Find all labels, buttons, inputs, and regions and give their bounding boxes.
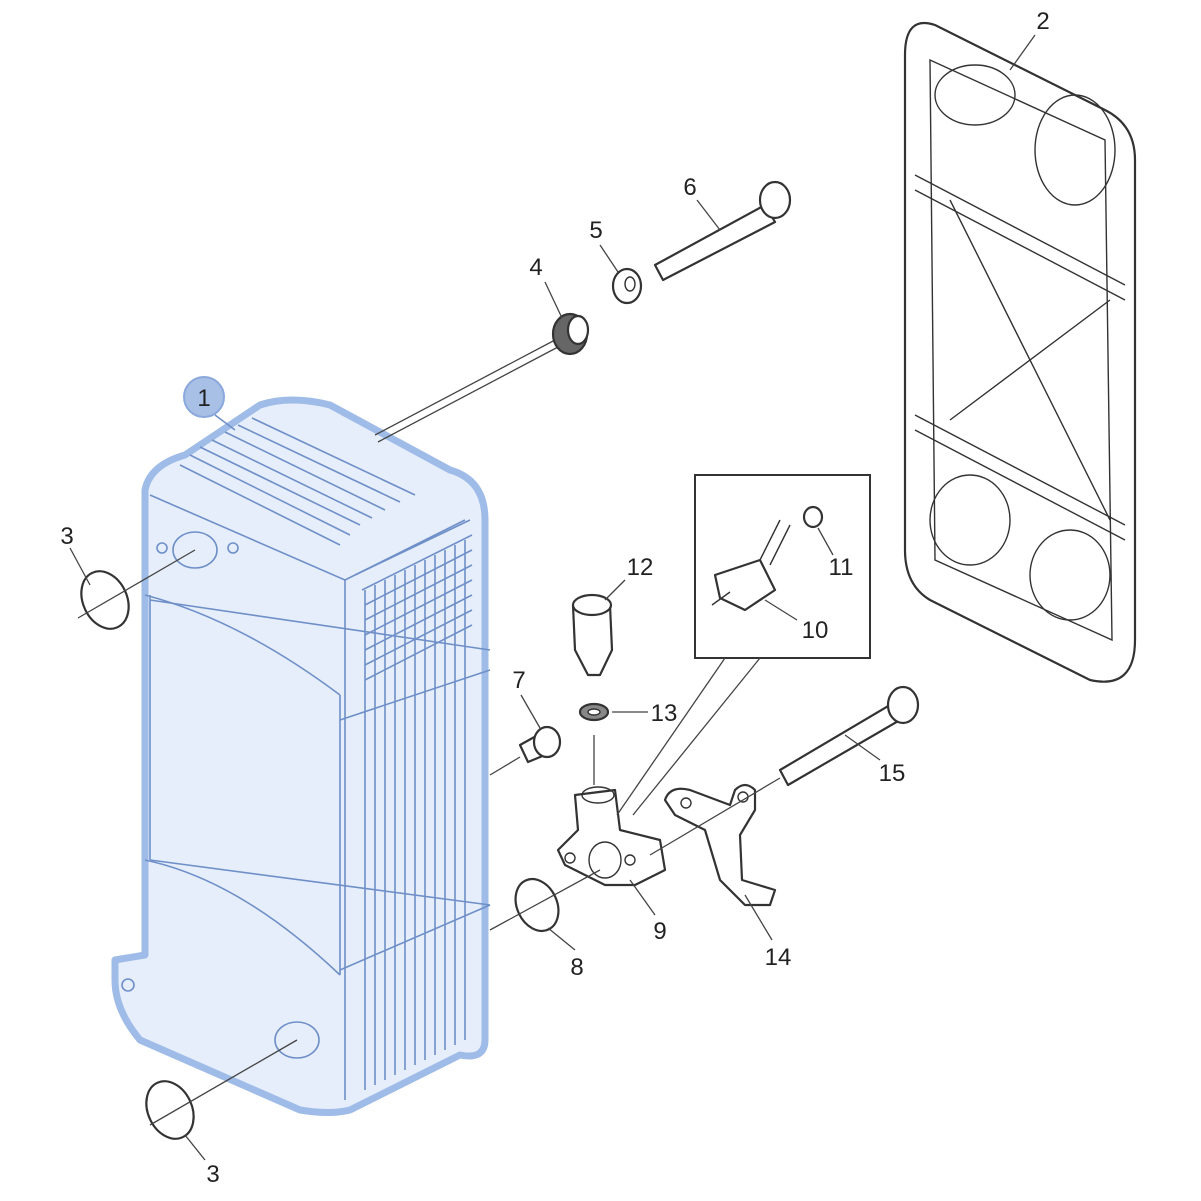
part-2-frame[interactable] [903, 22, 1137, 683]
callout-3-bottom[interactable]: 3 [206, 1161, 219, 1188]
part-6-bolt[interactable] [653, 180, 792, 282]
bolt-axis-line [374, 339, 556, 436]
part-1-oil-cooler[interactable] [111, 396, 491, 1116]
callout-9[interactable]: 9 [653, 918, 666, 945]
part-10-sensor-connector[interactable] [711, 519, 791, 612]
callout-5[interactable]: 5 [589, 217, 602, 244]
part-4-bushing[interactable] [551, 312, 590, 356]
callout-11[interactable]: 11 [829, 554, 854, 581]
cooler-plate-fins [179, 417, 473, 1090]
part-12-pressure-sensor[interactable] [571, 593, 614, 677]
callout-15[interactable]: 15 [879, 760, 906, 787]
part-15-bolt[interactable] [649, 685, 920, 856]
part-14-bracket[interactable] [663, 783, 777, 907]
callout-1-highlight [183, 376, 225, 418]
part-8-o-ring[interactable] [489, 869, 601, 938]
callout-12[interactable]: 12 [627, 554, 654, 581]
part-11-screw[interactable] [802, 505, 824, 529]
callout-8[interactable]: 8 [570, 954, 583, 981]
callout-6[interactable]: 6 [683, 174, 696, 201]
callout-14[interactable]: 14 [765, 944, 792, 971]
part-9-adapter[interactable] [556, 786, 667, 887]
part-3-o-ring-bottom[interactable] [137, 1039, 298, 1146]
callout-1[interactable]: 1 [197, 385, 210, 412]
part-7-screw[interactable] [489, 725, 562, 776]
detail-inset-box [616, 474, 871, 816]
callout-4[interactable]: 4 [529, 254, 542, 281]
callout-13[interactable]: 13 [651, 700, 678, 727]
leader-lines [69, 34, 1036, 1161]
callout-10[interactable]: 10 [802, 617, 829, 644]
part-3-o-ring-top[interactable] [72, 549, 196, 636]
part-13-seal-washer[interactable] [578, 702, 610, 785]
callout-3-top[interactable]: 3 [60, 523, 73, 550]
callout-7[interactable]: 7 [512, 667, 525, 694]
part-5-washer[interactable] [611, 267, 643, 305]
callout-2[interactable]: 2 [1036, 8, 1049, 35]
